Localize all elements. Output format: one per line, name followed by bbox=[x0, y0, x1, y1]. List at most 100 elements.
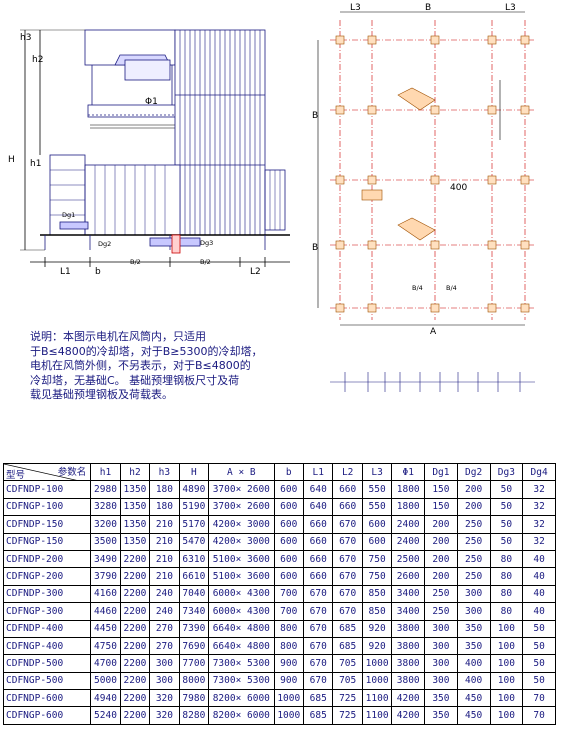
value-cell: 2980 bbox=[90, 480, 121, 499]
value-cell: 2200 bbox=[119, 706, 151, 725]
value-cell: 150 bbox=[424, 480, 458, 499]
dim-phi1: Φ1 bbox=[145, 97, 158, 107]
value-cell: 920 bbox=[361, 636, 393, 656]
value-cell: 660 bbox=[332, 497, 363, 517]
value-cell: 50 bbox=[489, 497, 524, 517]
value-cell: 200 bbox=[424, 532, 458, 551]
value-cell: 100 bbox=[489, 654, 524, 673]
value-cell: 900 bbox=[273, 654, 304, 673]
value-cell: 600 bbox=[273, 549, 304, 569]
value-cell: 200 bbox=[424, 567, 458, 586]
value-cell: 670 bbox=[302, 619, 334, 638]
value-cell: 1800 bbox=[391, 497, 426, 517]
value-cell: 80 bbox=[489, 549, 524, 569]
value-cell: 685 bbox=[302, 706, 334, 725]
value-cell: 5470 bbox=[178, 532, 210, 551]
corner-param-label: 参数名 bbox=[57, 467, 87, 478]
value-cell: 100 bbox=[489, 706, 524, 725]
value-cell: 6640× 4800 bbox=[208, 619, 275, 638]
value-cell: 320 bbox=[149, 706, 180, 725]
value-cell: 80 bbox=[489, 584, 524, 604]
value-cell: 2200 bbox=[119, 567, 151, 586]
value-cell: 670 bbox=[302, 602, 334, 621]
plan-dim-400: 400 bbox=[450, 183, 467, 193]
value-cell: 40 bbox=[522, 602, 556, 621]
model-cell: CDFNDP-500 bbox=[2, 654, 92, 673]
value-cell: 210 bbox=[149, 515, 180, 534]
value-cell: 2200 bbox=[119, 584, 151, 604]
value-cell: 5100× 3600 bbox=[208, 567, 275, 586]
value-cell: 685 bbox=[332, 619, 363, 638]
value-cell: 600 bbox=[273, 532, 304, 551]
value-cell: 3800 bbox=[391, 636, 426, 656]
value-cell: 270 bbox=[149, 636, 180, 656]
value-cell: 670 bbox=[332, 532, 363, 551]
value-cell: 1100 bbox=[361, 706, 393, 725]
value-cell: 200 bbox=[424, 549, 458, 569]
value-cell: 210 bbox=[149, 532, 180, 551]
value-cell: 670 bbox=[332, 567, 363, 586]
value-cell: 50 bbox=[522, 619, 556, 638]
header-L3: L3 bbox=[361, 462, 393, 482]
plan-dim-A: A bbox=[430, 327, 437, 337]
value-cell: 300 bbox=[424, 654, 458, 673]
value-cell: 240 bbox=[149, 602, 180, 621]
label-Dg3: Dg3 bbox=[200, 239, 213, 247]
value-cell: 3500 bbox=[90, 532, 121, 551]
value-cell: 8200× 6000 bbox=[208, 706, 275, 725]
value-cell: 4890 bbox=[178, 480, 210, 499]
value-cell: 400 bbox=[456, 654, 491, 673]
value-cell: 2200 bbox=[119, 619, 151, 638]
value-cell: 450 bbox=[456, 706, 491, 725]
value-cell: 1800 bbox=[391, 480, 426, 499]
value-cell: 2200 bbox=[119, 654, 151, 673]
value-cell: 80 bbox=[489, 567, 524, 586]
value-cell: 7300× 5300 bbox=[208, 654, 275, 673]
value-cell: 250 bbox=[456, 515, 491, 534]
plan-dim-B-lower: B bbox=[312, 243, 318, 253]
value-cell: 300 bbox=[424, 671, 458, 691]
value-cell: 600 bbox=[361, 532, 393, 551]
value-cell: 670 bbox=[302, 654, 334, 673]
value-cell: 850 bbox=[361, 584, 393, 604]
value-cell: 7700 bbox=[178, 654, 210, 673]
value-cell: 2500 bbox=[391, 549, 426, 569]
value-cell: 600 bbox=[273, 497, 304, 517]
value-cell: 6000× 4300 bbox=[208, 602, 275, 621]
value-cell: 685 bbox=[302, 689, 334, 708]
value-cell: 670 bbox=[302, 636, 334, 656]
value-cell: 800 bbox=[273, 636, 304, 656]
plan-dim-B4a: B/4 bbox=[412, 284, 423, 292]
header-h3: h3 bbox=[149, 462, 180, 482]
value-cell: 320 bbox=[149, 689, 180, 708]
value-cell: 100 bbox=[489, 636, 524, 656]
header-b: b bbox=[273, 462, 304, 482]
value-cell: 250 bbox=[456, 567, 491, 586]
value-cell: 670 bbox=[332, 549, 363, 569]
value-cell: 705 bbox=[332, 654, 363, 673]
plan-labels: L3 B L3 B B A 400 B/4 B/4 bbox=[312, 3, 516, 337]
value-cell: 4200× 3000 bbox=[208, 515, 275, 534]
header-h2: h2 bbox=[119, 462, 151, 482]
value-cell: 7390 bbox=[178, 619, 210, 638]
model-cell: CDFNGP-150 bbox=[2, 532, 92, 551]
value-cell: 4200 bbox=[391, 706, 426, 725]
value-cell: 100 bbox=[489, 619, 524, 638]
value-cell: 725 bbox=[332, 689, 363, 708]
value-cell: 3790 bbox=[90, 567, 121, 586]
note-line: 于B≤4800的冷却塔，对于B≥5300的冷却塔， bbox=[30, 344, 263, 358]
note-line: 说明：本图示电机在风筒内，只适用 bbox=[30, 330, 206, 343]
value-cell: 32 bbox=[522, 532, 556, 551]
value-cell: 40 bbox=[522, 549, 556, 569]
model-cell: CDFNGP-200 bbox=[2, 567, 92, 586]
value-cell: 80 bbox=[489, 602, 524, 621]
value-cell: 200 bbox=[456, 480, 491, 499]
value-cell: 8280 bbox=[178, 706, 210, 725]
header-AxB: A × B bbox=[208, 462, 275, 482]
